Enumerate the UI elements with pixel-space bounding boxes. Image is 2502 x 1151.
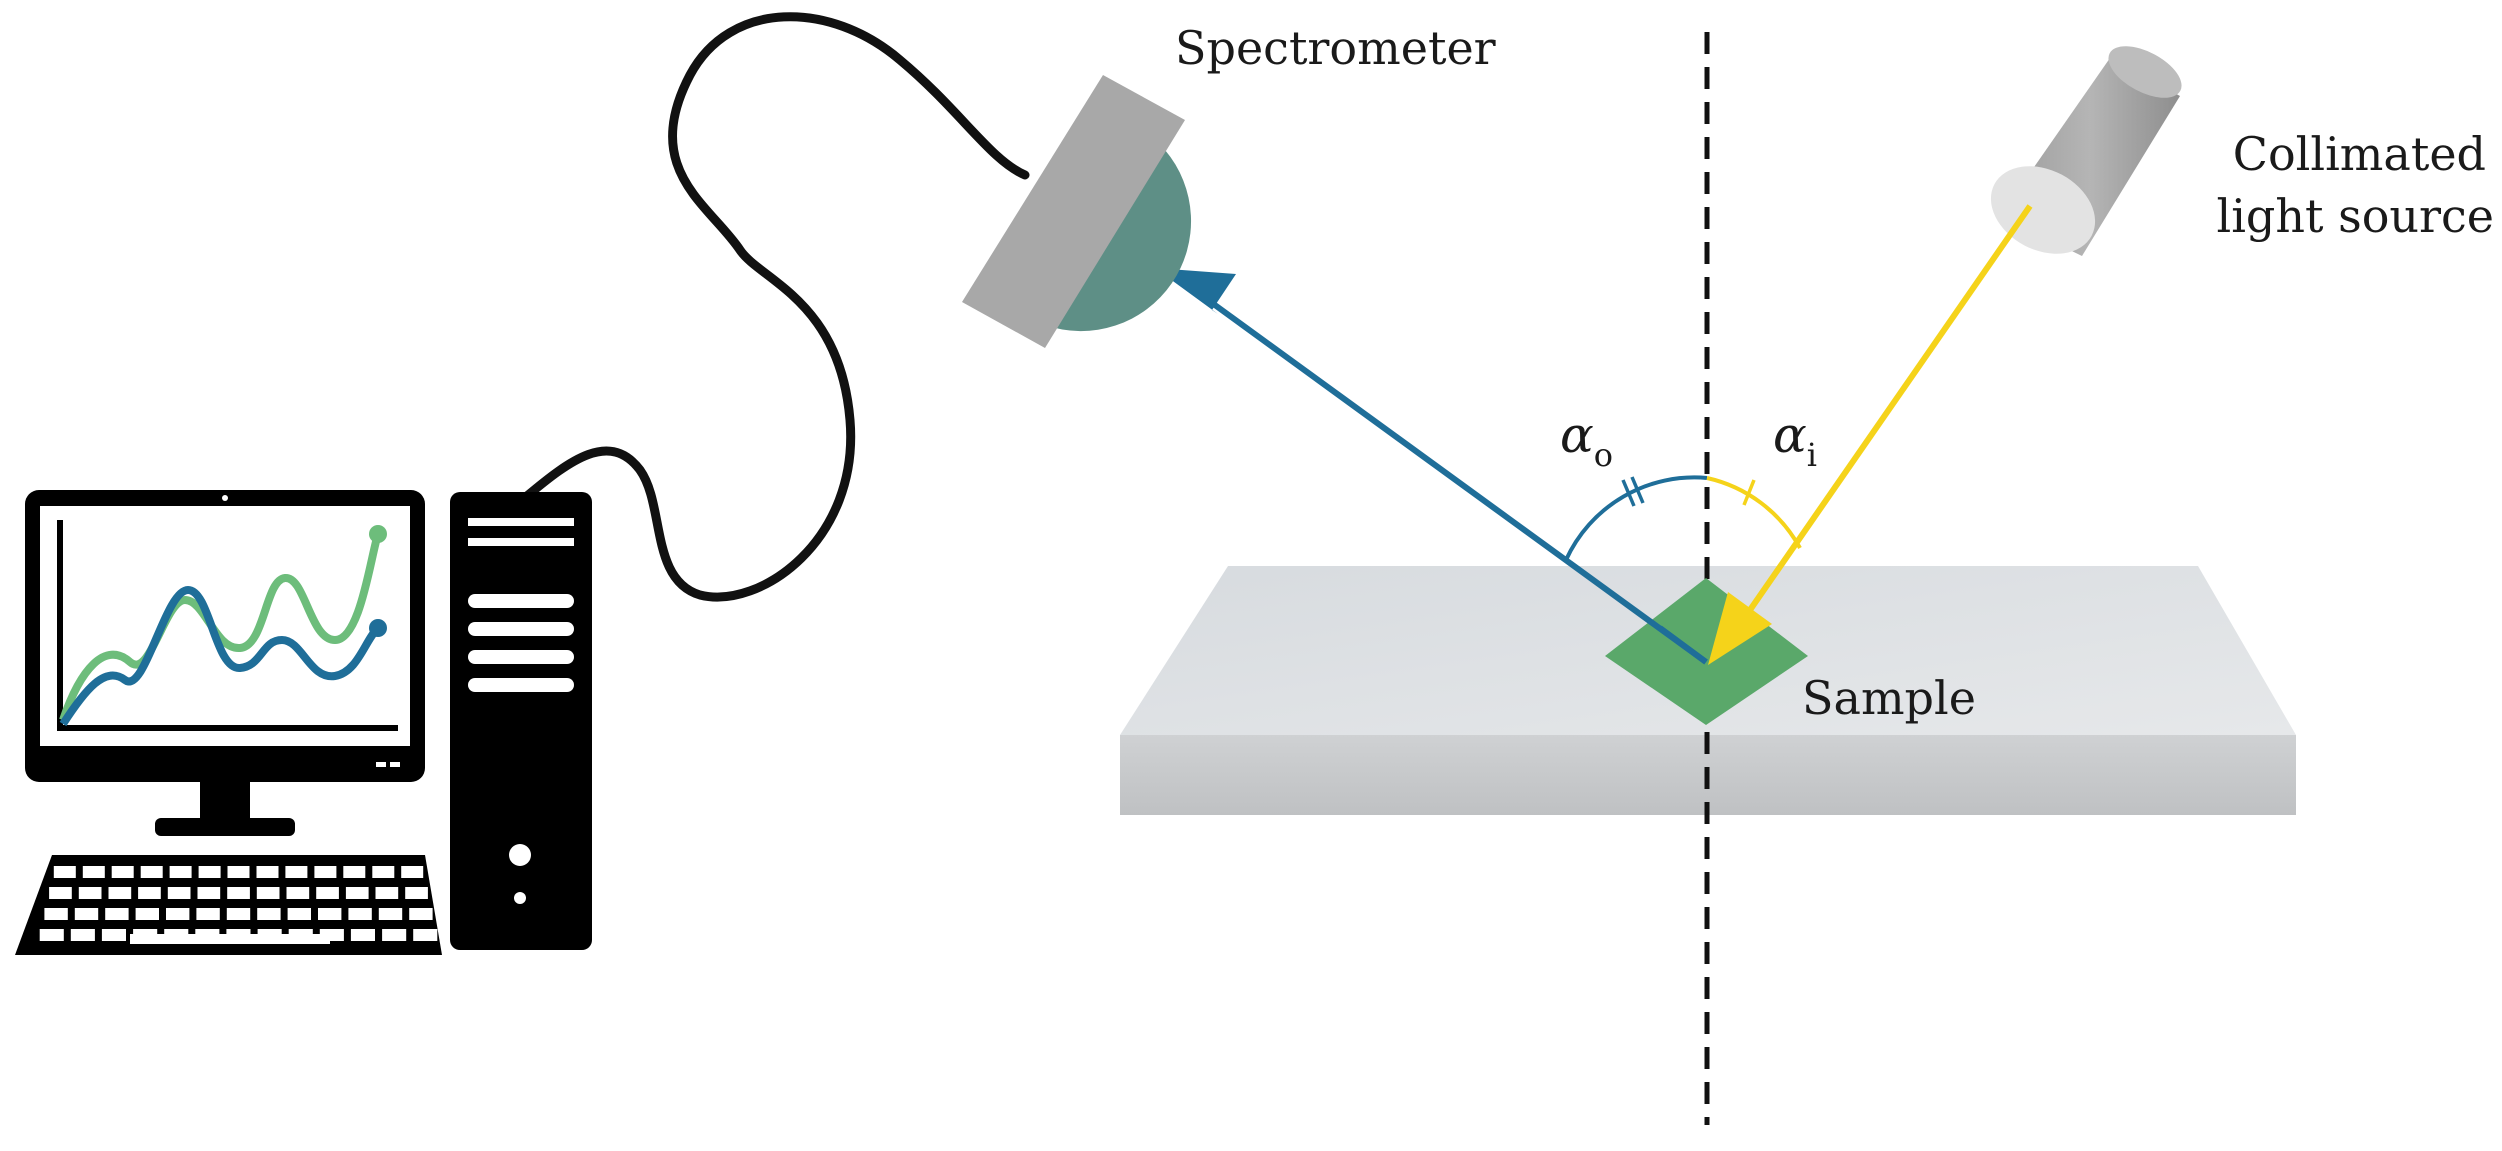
keyboard-key bbox=[227, 866, 250, 878]
keyboard-key bbox=[285, 866, 308, 878]
tower-slot-1 bbox=[468, 594, 574, 608]
keyboard-key bbox=[44, 908, 68, 920]
keyboard-key bbox=[372, 866, 395, 878]
keyboard-key bbox=[401, 866, 424, 878]
alpha-in-symbol: α bbox=[1773, 406, 1807, 464]
keyboard-key bbox=[74, 908, 99, 920]
alpha-in-tick bbox=[1742, 479, 1756, 506]
keyboard-key bbox=[49, 887, 72, 899]
spectrometer-body bbox=[962, 75, 1185, 348]
keyboard-key bbox=[169, 866, 192, 878]
reflected-beam bbox=[1206, 297, 1708, 665]
keyboard-key bbox=[316, 887, 339, 899]
keyboard-key bbox=[256, 887, 280, 899]
computer-tower bbox=[450, 492, 592, 950]
keyboard-key bbox=[287, 908, 311, 920]
keyboard-key bbox=[135, 908, 159, 920]
tower-bay-2 bbox=[468, 538, 574, 546]
plot-blue-curve bbox=[59, 585, 381, 727]
plot-green-curve bbox=[59, 532, 382, 722]
keyboard-keys bbox=[39, 866, 438, 944]
tower-slot-2 bbox=[468, 622, 574, 636]
incident-beam bbox=[1747, 204, 2033, 612]
keyboard-key bbox=[196, 908, 220, 920]
keyboard-key bbox=[286, 887, 310, 899]
alpha-out-subscript: o bbox=[1594, 436, 1613, 474]
label-sample: Sample bbox=[1802, 671, 1976, 725]
keyboard-key bbox=[138, 887, 161, 899]
keyboard-key bbox=[257, 908, 281, 920]
light-source-cap bbox=[2108, 46, 2182, 98]
tower-slot-4 bbox=[468, 678, 574, 692]
label-alpha-out: αo bbox=[1560, 406, 1613, 474]
keyboard-key bbox=[197, 887, 221, 899]
reflected-beam-arrowhead bbox=[1155, 268, 1236, 314]
collimated-light-source-icon bbox=[1990, 46, 2182, 256]
keyboard-key bbox=[345, 887, 369, 899]
keyboard-spacebar bbox=[130, 934, 330, 944]
keyboard-key bbox=[378, 908, 403, 920]
light-source-aperture bbox=[1990, 166, 2096, 254]
label-spectrometer: Spectrometer bbox=[1175, 21, 1496, 75]
fiber-cable bbox=[522, 12, 1030, 602]
label-light-source-line1: Collimated bbox=[2233, 127, 2486, 181]
monitor-neck bbox=[200, 782, 250, 822]
keyboard-key bbox=[167, 887, 191, 899]
alpha-out-tick-1 bbox=[1621, 479, 1636, 507]
tower-led bbox=[514, 892, 526, 904]
label-alpha-in: αi bbox=[1773, 406, 1817, 474]
alpha-out-symbol: α bbox=[1560, 406, 1594, 464]
alpha-in-arc bbox=[1706, 476, 1802, 549]
keyboard-key bbox=[227, 887, 250, 899]
keyboard-key bbox=[256, 866, 279, 878]
plot-blue-endpoint bbox=[369, 619, 387, 637]
incident-beam-arrowhead bbox=[1708, 592, 1772, 665]
keyboard-key bbox=[105, 908, 129, 920]
keyboard-key bbox=[226, 908, 251, 920]
label-light-source-line2: light source bbox=[2216, 189, 2494, 243]
keyboard-key bbox=[39, 929, 64, 941]
keyboard-key bbox=[101, 929, 126, 941]
tower-slot-3 bbox=[468, 650, 574, 664]
keyboard-key bbox=[198, 866, 221, 878]
keyboard-key bbox=[375, 887, 399, 899]
tower-bay-1 bbox=[468, 518, 574, 526]
keyboard-key bbox=[82, 866, 105, 878]
keyboard-key bbox=[111, 866, 134, 878]
keyboard-key bbox=[70, 929, 95, 941]
alpha-in-subscript: i bbox=[1807, 436, 1817, 474]
monitor-led-1 bbox=[376, 762, 386, 767]
plot-green-endpoint bbox=[369, 525, 387, 543]
webcam-dot bbox=[222, 495, 228, 501]
keyboard-key bbox=[318, 908, 342, 920]
spectrometer-icon bbox=[962, 75, 1192, 348]
keyboard-key bbox=[343, 866, 366, 878]
keyboard-key bbox=[348, 908, 372, 920]
monitor-base bbox=[155, 818, 295, 836]
keyboard-key bbox=[382, 929, 407, 941]
keyboard-key bbox=[314, 866, 337, 878]
alpha-out-arc bbox=[1564, 475, 1708, 561]
desktop-computer-icon bbox=[15, 490, 592, 955]
keyboard-key bbox=[108, 887, 132, 899]
monitor-led-2 bbox=[390, 762, 400, 767]
keyboard-key bbox=[78, 887, 102, 899]
keyboard-key bbox=[140, 866, 163, 878]
reflected-beam-origin bbox=[1658, 625, 1708, 665]
keyboard-key bbox=[413, 929, 438, 941]
keyboard-key bbox=[350, 929, 375, 941]
tower-power-button bbox=[509, 844, 531, 866]
sample-square bbox=[1605, 578, 1808, 725]
keyboard-key bbox=[53, 866, 76, 878]
alpha-out-tick-2 bbox=[1630, 476, 1645, 504]
keyboard-key bbox=[409, 908, 433, 920]
keyboard-key bbox=[405, 887, 428, 899]
keyboard-key bbox=[166, 908, 190, 920]
